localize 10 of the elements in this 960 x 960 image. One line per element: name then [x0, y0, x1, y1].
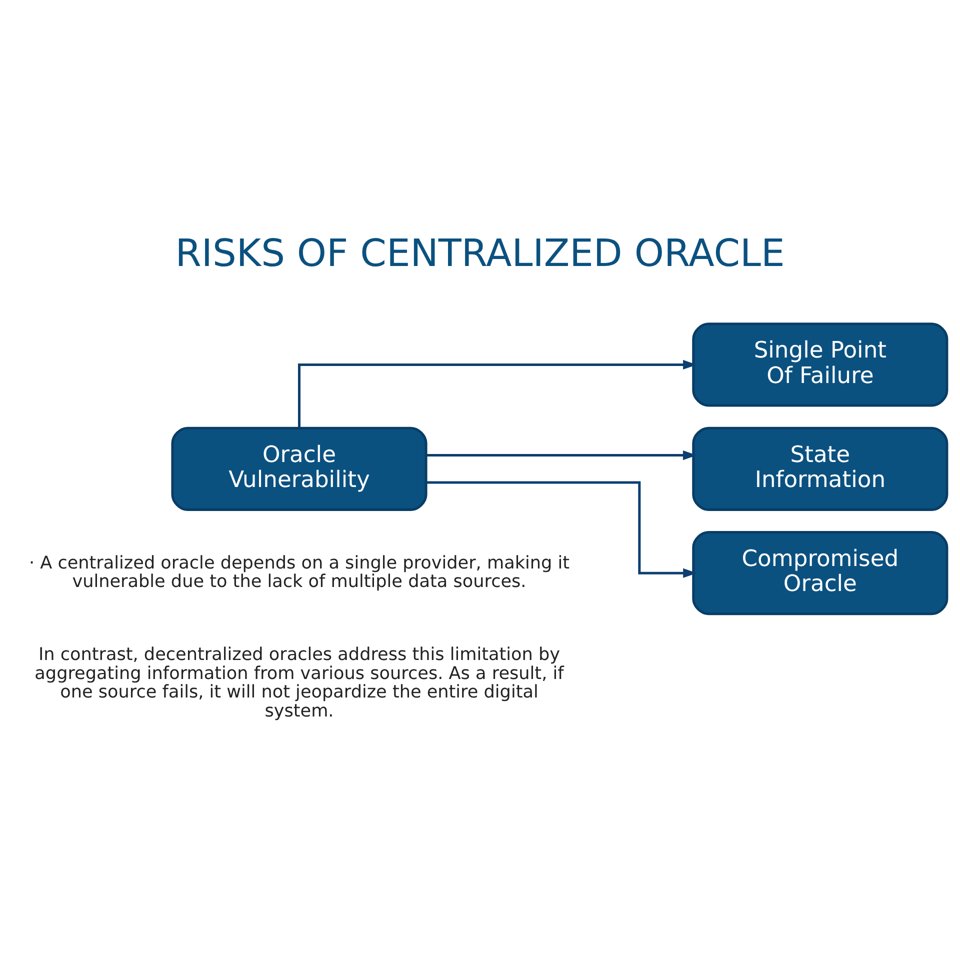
- node-box: Oracle Vulnerability: [171, 426, 428, 510]
- arrow: [426, 480, 697, 578]
- diagram-title: RISKS OF CENTRALIZED ORACLE: [175, 230, 785, 275]
- arrow: [426, 450, 697, 460]
- arrow: [298, 359, 697, 428]
- node-box: Compromised Oracle: [692, 530, 948, 615]
- label: · A centralized oracle depends on a single provider, making it vulnerable due to the lack of multiple data sources.: [28, 552, 570, 592]
- label: In contrast, decentralized oracles address this limitation by aggregating information from various sources. As a result, if one source fails, it will not jeopardize the entire digital system.: [34, 644, 564, 721]
- node-box: Single Point Of Failure: [692, 322, 948, 406]
- node-box: State Information: [692, 426, 948, 510]
